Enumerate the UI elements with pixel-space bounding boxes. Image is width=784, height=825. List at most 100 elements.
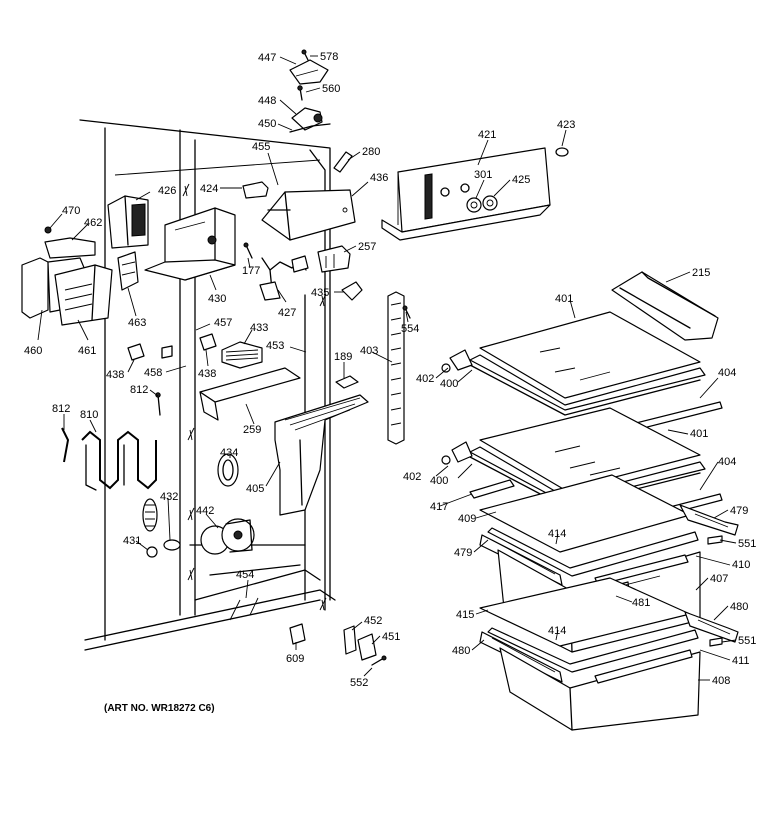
callout-408: 408 (712, 675, 730, 687)
crisper-drawer-lower-408 (499, 647, 701, 731)
callout-609: 609 (286, 653, 304, 665)
module-433 (221, 341, 263, 369)
callout-442: 442 (196, 505, 214, 517)
plate-452 (343, 625, 357, 655)
callout-452: 452 (364, 615, 382, 627)
callout-451: 451 (382, 631, 400, 643)
screw-470 (44, 226, 52, 234)
clip-189 (335, 375, 359, 389)
callout-432: 432 (160, 491, 178, 503)
callout-812-left: 812 (52, 403, 70, 415)
slide-rail-479-right (679, 504, 739, 536)
callout-257: 257 (358, 241, 376, 253)
knob-301 (466, 197, 482, 213)
callout-433: 433 (250, 322, 268, 334)
stop-551-lower (709, 637, 723, 647)
callout-463: 463 (128, 317, 146, 329)
callout-401-lower: 401 (690, 428, 708, 440)
shelf-ladder-403 (387, 291, 405, 445)
callout-labels: 447 578 560 448 450 455 280 421 423 301 … (24, 51, 756, 689)
callout-215: 215 (692, 267, 710, 279)
callout-461: 461 (78, 345, 96, 357)
callout-431: 431 (123, 535, 141, 547)
connector-438-center (199, 333, 217, 351)
callout-401-upper: 401 (555, 293, 573, 305)
callout-400-lower: 400 (430, 475, 448, 487)
shelf-support-lower-402 (441, 441, 473, 465)
damper-461 (54, 264, 113, 326)
bracket-451 (357, 633, 377, 661)
air-duct-436 (261, 189, 356, 241)
bracket-609 (289, 623, 306, 645)
cover-frame-414-lower (487, 627, 699, 673)
stop-551-upper (707, 535, 723, 545)
callout-414-lower: 414 (548, 625, 566, 637)
slide-rail-480-right (684, 611, 739, 643)
callout-409: 409 (458, 513, 476, 525)
callout-453: 453 (266, 340, 284, 352)
callout-427: 427 (278, 307, 296, 319)
callout-423: 423 (557, 119, 575, 131)
screw-554 (402, 305, 411, 319)
fan-motor-442 (200, 518, 255, 555)
relay-257 (317, 245, 351, 273)
callout-480-right: 480 (730, 601, 748, 613)
callout-411: 411 (732, 655, 750, 667)
callout-415: 415 (456, 609, 474, 621)
callout-410: 410 (732, 559, 750, 571)
connector-438-left (127, 343, 145, 361)
callout-552: 552 (350, 677, 368, 689)
callout-259: 259 (243, 424, 261, 436)
switch-424 (242, 181, 269, 199)
callout-280: 280 (362, 146, 380, 158)
heater-810 (81, 430, 157, 491)
thermostat-housing-430 (144, 207, 236, 281)
light-housing-426 (107, 195, 149, 249)
callout-460: 460 (24, 345, 42, 357)
callout-810: 810 (80, 409, 98, 421)
callout-455: 455 (252, 141, 270, 153)
callout-177: 177 (242, 265, 260, 277)
callout-425: 425 (512, 174, 530, 186)
callout-450: 450 (258, 118, 276, 130)
callout-551-lower: 551 (738, 635, 756, 647)
damper-control-463 (117, 251, 139, 291)
light-lens-423 (555, 147, 569, 157)
callout-405: 405 (246, 483, 264, 495)
harness-427 (259, 255, 309, 301)
cover-support-417 (469, 479, 515, 499)
wire-450 (289, 123, 331, 133)
screw-578 (301, 49, 309, 61)
glass-shelf-upper-401 (469, 311, 706, 411)
plate-458 (161, 345, 173, 359)
callout-470: 470 (62, 205, 80, 217)
screw-812-right (155, 392, 161, 416)
callout-462: 462 (84, 217, 102, 229)
callout-404-lower: 404 (718, 456, 736, 468)
heater-431 (142, 498, 158, 558)
heater-insulation-434 (217, 453, 239, 487)
callout-435: 435 (311, 287, 329, 299)
callout-479-right: 479 (730, 505, 748, 517)
callout-438-center: 438 (198, 368, 216, 380)
callout-448: 448 (258, 95, 276, 107)
duct-cover-259 (199, 367, 301, 421)
callout-578: 578 (320, 51, 338, 63)
callout-434: 434 (220, 447, 238, 459)
bracket-462 (44, 237, 96, 259)
callout-436: 436 (370, 172, 388, 184)
shelf-frame-upper-400 (469, 364, 701, 416)
screw-552 (371, 655, 387, 666)
callout-481: 481 (632, 597, 650, 609)
callout-402-upper: 402 (416, 373, 434, 385)
callout-414-upper: 414 (548, 528, 566, 540)
callout-554: 554 (401, 323, 419, 335)
deli-pan-215 (611, 271, 719, 341)
screw-177 (243, 242, 253, 259)
fan-shroud-405 (274, 394, 369, 516)
callout-400-upper: 400 (440, 378, 458, 390)
callout-551-upper: 551 (738, 538, 756, 550)
callout-403: 403 (360, 345, 378, 357)
callout-426: 426 (158, 185, 176, 197)
